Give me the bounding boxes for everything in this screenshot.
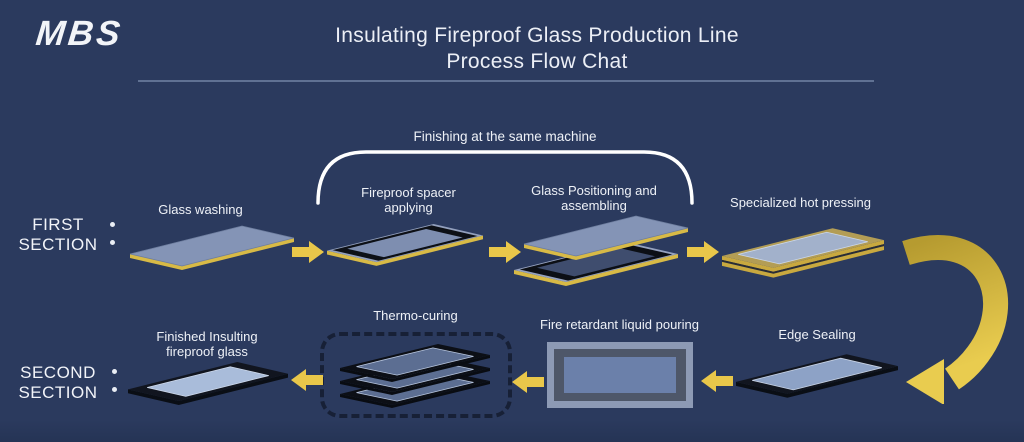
bracket-label: Finishing at the same machine (413, 129, 597, 144)
edge-sealing-illustration (736, 354, 898, 398)
edge-sealing-label: Edge Sealing (778, 327, 856, 342)
first-section-line1: FIRST (32, 215, 84, 234)
liquid-pouring-label: Fire retardant liquid pouring (540, 317, 699, 332)
second-section-line1: SECOND (20, 363, 96, 382)
second-section-line2: SECTION (18, 382, 98, 402)
second-section-bullets (112, 369, 117, 392)
curved-flow-arrow-icon (902, 235, 1009, 404)
flow-arrow-right-icon (687, 241, 719, 263)
bullet-icon (112, 387, 117, 392)
title-divider (138, 80, 874, 82)
first-section-line2: SECTION (18, 234, 98, 254)
fireproof-spacer-label: Fireproof spacer applying (361, 185, 456, 215)
bullet-icon (110, 240, 115, 245)
bullet-icon (112, 369, 117, 374)
page-title-line2: Process Flow Chat (446, 50, 628, 73)
liquid-pouring-illustration (547, 342, 693, 408)
thermo-curing-label: Thermo-curing (373, 308, 458, 323)
glass-washing-illustration (130, 225, 294, 270)
brace-icon (316, 150, 694, 205)
hot-pressing-illustration (722, 228, 884, 278)
flow-arrow-left-icon (512, 371, 544, 393)
first-section-label: FIRST SECTION (8, 215, 108, 254)
glass-washing-label: Glass washing (158, 202, 243, 217)
flow-arrow-left-icon (701, 370, 733, 392)
hot-pressing-label: Specialized hot pressing (730, 195, 871, 210)
bullet-icon (110, 222, 115, 227)
first-section-bullets (110, 222, 115, 245)
finished-glass-label: Finished Insulting fireproof glass (156, 329, 258, 359)
second-section-label: SECOND SECTION (4, 363, 112, 402)
fireproof-spacer-illustration (327, 224, 483, 266)
glass-positioning-label: Glass Positioning and assembling (531, 183, 657, 213)
glass-positioning-illustration (514, 215, 689, 286)
flow-arrow-right-icon (292, 241, 324, 263)
flow-arrow-left-icon (291, 369, 323, 391)
finished-glass-illustration (128, 362, 288, 405)
thermo-curing-illustration (340, 344, 490, 408)
mbs-logo: MBS (34, 14, 125, 53)
page-title-line1: Insulating Fireproof Glass Production Li… (335, 24, 739, 47)
flow-arrow-right-icon (489, 241, 521, 263)
page-title: Insulating Fireproof Glass Production Li… (180, 23, 894, 75)
